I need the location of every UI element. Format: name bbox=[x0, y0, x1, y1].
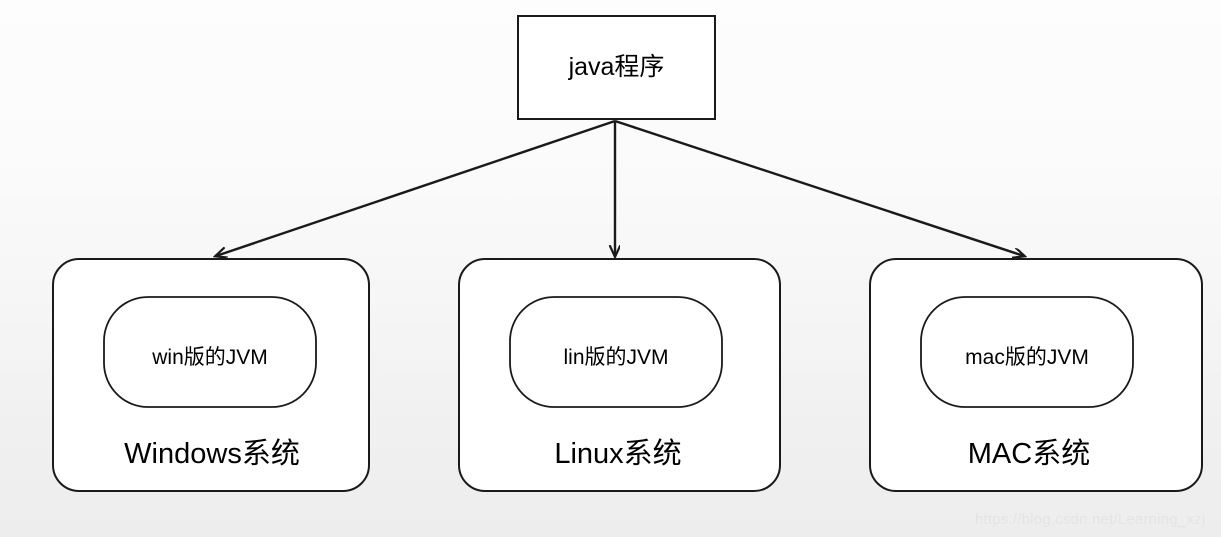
java-program-box bbox=[517, 15, 716, 120]
watermark-text: https://blog.csdn.net/Learning_xzj bbox=[975, 511, 1206, 528]
jvm-shape-linux bbox=[509, 296, 723, 408]
jvm-label-mac: mac版的JVM bbox=[965, 346, 1089, 369]
jvm-label-windows: win版的JVM bbox=[152, 346, 268, 369]
os-label-windows: Windows系统 bbox=[124, 438, 300, 470]
arrow-to-mac bbox=[614, 119, 1024, 256]
java-program-label: java程序 bbox=[568, 53, 665, 81]
os-label-mac: MAC系统 bbox=[967, 438, 1091, 470]
os-label-linux: Linux系统 bbox=[554, 438, 682, 470]
jvm-shape-windows bbox=[103, 296, 317, 408]
jvm-shape-mac bbox=[920, 296, 1134, 408]
jvm-label-linux: lin版的JVM bbox=[563, 346, 669, 369]
arrow-to-windows bbox=[216, 119, 616, 256]
